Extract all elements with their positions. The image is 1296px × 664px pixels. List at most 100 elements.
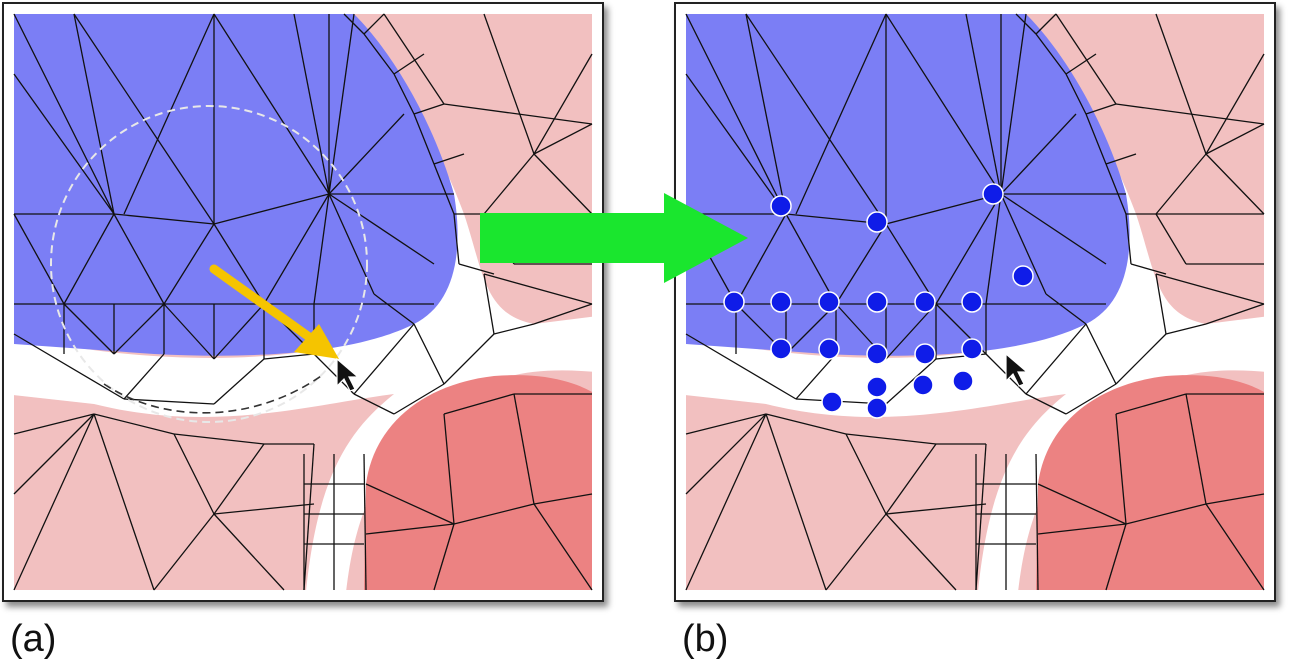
mesh-edge [745, 13, 787, 215]
mesh-edge [885, 223, 937, 305]
mesh-edge [965, 13, 1002, 195]
mesh-edge [1035, 453, 1039, 591]
mesh-edge [443, 103, 593, 125]
mesh-edge [1205, 153, 1265, 215]
mesh-edge [1155, 213, 1187, 265]
selected-vertex [952, 370, 974, 392]
mesh-edge [353, 393, 395, 415]
white-channel [4, 4, 602, 600]
mesh-edge [1155, 13, 1207, 155]
mesh-edge [213, 503, 315, 515]
mesh-edge [483, 13, 535, 155]
mesh-edge [373, 293, 415, 325]
caption-a: (a) [10, 618, 57, 660]
mesh-edge [1085, 113, 1107, 165]
mesh-edge [363, 33, 395, 75]
dark-red-region [1036, 375, 1264, 590]
mesh-edge [885, 358, 937, 405]
selected-vertex [866, 343, 888, 365]
mesh-edge [685, 413, 767, 591]
mesh-edge [1205, 303, 1265, 325]
mesh-edge [1155, 153, 1207, 215]
selected-vertex [961, 338, 983, 360]
selected-vertex [866, 291, 888, 313]
brush-circle-lower [103, 373, 325, 414]
mesh-edge [765, 413, 847, 435]
mesh-edge [1155, 273, 1167, 335]
mesh-edge [13, 73, 115, 215]
mesh-edge [533, 493, 593, 505]
mesh-edge [163, 303, 215, 360]
mesh-edge [885, 503, 987, 515]
yellow-arrow-head [294, 324, 339, 359]
mesh-edge [533, 303, 593, 325]
mesh-edge [1015, 13, 1037, 35]
mesh-edge [263, 353, 315, 360]
selected-vertex [818, 291, 840, 313]
selected-vertex [982, 183, 1004, 205]
mesh-edge [735, 213, 787, 305]
mesh-edge [1130, 263, 1167, 275]
mesh-edge [383, 13, 445, 105]
mesh-edge [1055, 13, 1117, 105]
mesh-edge [433, 153, 465, 165]
mesh-edge [1185, 393, 1207, 505]
mesh-edge [493, 323, 535, 335]
selected-vertex [770, 195, 792, 217]
mesh-edge [353, 323, 415, 395]
mesh-edge [365, 523, 455, 535]
caption-b: (b) [682, 618, 729, 660]
mesh-edge [393, 73, 415, 115]
mesh-edge [413, 323, 445, 385]
mesh-edge [1085, 323, 1117, 385]
mesh-edge [313, 353, 355, 395]
selected-vertex [770, 291, 792, 313]
mesh-edge [453, 503, 535, 525]
mesh-edge [13, 213, 65, 305]
mesh-edge [413, 103, 445, 115]
mesh-edge [213, 358, 265, 405]
mesh-edge [363, 453, 367, 591]
mesh-edge [1105, 523, 1127, 591]
mesh-edge [1115, 393, 1187, 415]
mesh-edge [975, 443, 987, 591]
mesh-edge [785, 213, 837, 305]
mesh-edge [13, 413, 95, 495]
mesh-edge [123, 398, 215, 405]
mesh-edge [13, 333, 125, 400]
mesh-edge [1000, 193, 1107, 265]
mesh-edge [1037, 523, 1127, 535]
mesh-edge [885, 303, 937, 360]
panel-a [2, 2, 604, 602]
panel-b [674, 2, 1276, 602]
selected-vertex [770, 338, 792, 360]
mesh-edge [433, 523, 455, 591]
mesh-edge [533, 123, 593, 155]
mesh-edge [343, 13, 365, 35]
mesh-edge [163, 223, 215, 305]
selected-vertex [866, 397, 888, 419]
mesh-edge [1105, 153, 1137, 165]
mesh-edge [313, 193, 330, 305]
mesh-edge [1045, 293, 1087, 325]
mesh-edge [1025, 393, 1067, 415]
mesh-group [4, 4, 602, 600]
mesh-edges [685, 13, 1265, 591]
selected-vertex [912, 374, 934, 396]
mesh-edge [433, 163, 455, 215]
blue-region [14, 14, 458, 356]
mesh-edge [93, 413, 155, 591]
mesh-edge [1085, 103, 1117, 115]
mesh-edge [795, 13, 887, 215]
mesh-edge [13, 413, 95, 591]
mesh-group [676, 4, 1274, 600]
yellow-arrow-icon [209, 264, 317, 344]
selected-vertex [723, 291, 745, 313]
mesh-edge [293, 13, 330, 195]
mesh-edge [1115, 413, 1127, 525]
mesh-edge [153, 513, 215, 591]
mesh-view-b [676, 4, 1274, 600]
mesh-edge [1065, 73, 1087, 115]
mesh-edge [845, 433, 937, 445]
mesh-edge [935, 193, 1002, 305]
